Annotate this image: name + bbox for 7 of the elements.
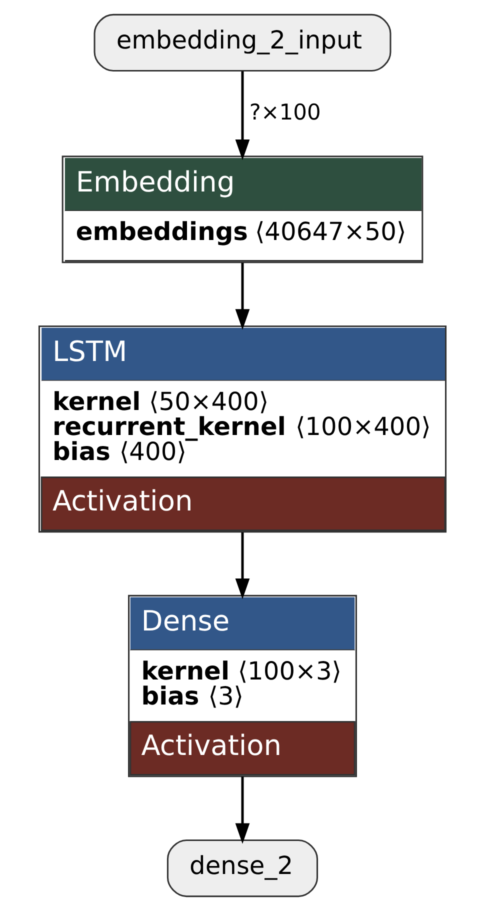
arrow	[235, 71, 250, 160]
node-box: embedding_2_input	[94, 14, 392, 72]
arrow	[235, 532, 250, 600]
edge-label: ?×100	[249, 100, 321, 126]
node-box: dense_2	[166, 839, 318, 898]
arrow	[235, 776, 250, 844]
arrow	[235, 262, 250, 330]
